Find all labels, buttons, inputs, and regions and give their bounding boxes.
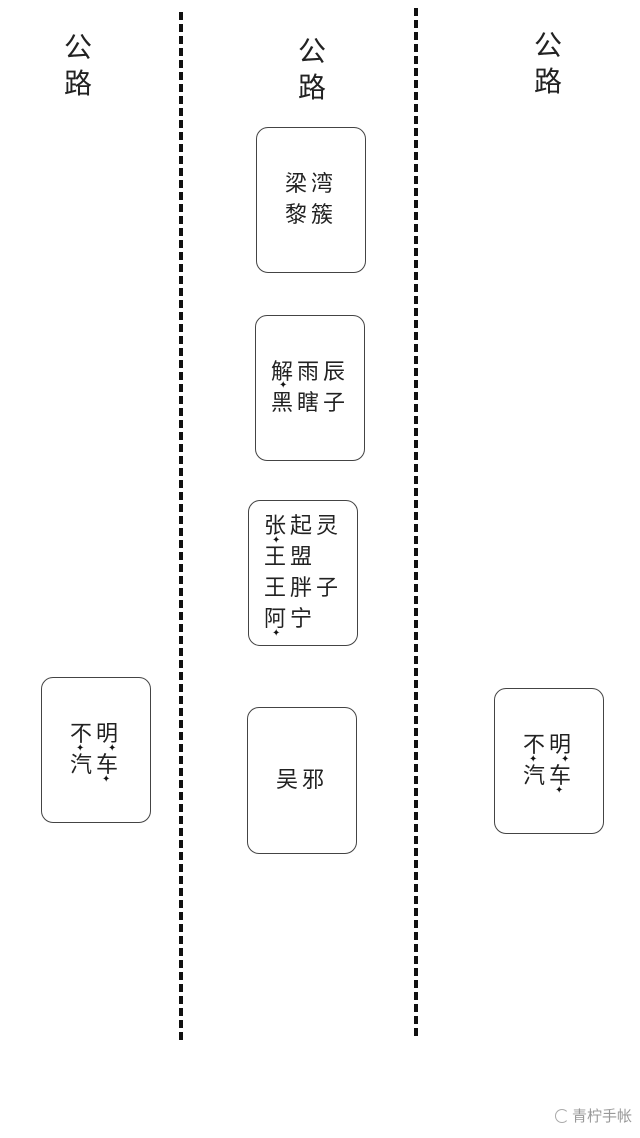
sparkle-icon: ✦ [560,754,574,765]
car-passengers: 不明 汽车 ✦ ✦ ✦ [522,730,575,796]
watermark: 青柠手帐 [554,1105,632,1126]
passenger-line: 不明 [69,722,122,747]
sparkle-icon: ✦ [278,380,292,391]
passenger-line: 黎簇 [284,203,337,228]
car-passengers: 梁湾 黎簇 [285,169,337,231]
car-passengers: 张起灵 王盟 王胖子 阿宁 ✦ ✦ [263,511,342,639]
passenger-line: 不明 [522,733,575,758]
passenger-line: 汽车 [522,764,575,789]
road-label-char: 公 [297,35,326,68]
sparkle-icon: ✦ [101,774,115,785]
lane-divider-right [414,8,418,1036]
passenger-line: 张起灵 [263,514,342,539]
road-label-right: 公 路 [528,28,568,100]
car-passengers: 不明 汽车 ✦ ✦ ✦ [69,719,122,785]
road-label-char: 路 [533,65,562,98]
car-liang-wan-li-cu: 梁湾 黎簇 [256,127,366,273]
passenger-line: 解雨辰 [270,360,349,385]
road-label-middle: 公 路 [292,34,332,106]
road-label-char: 路 [63,67,92,100]
road-label-char: 公 [533,29,562,62]
car-xie-yuchen-hei-xiazi: 解雨辰 黑瞎子 ✦ [255,315,365,461]
road-label-char: 公 [63,31,92,64]
car-passengers: 解雨辰 黑瞎子 ✦ [271,357,349,419]
lemon-icon [554,1109,569,1123]
sparkle-icon: ✦ [528,754,542,765]
road-label-char: 路 [297,71,326,104]
passenger-line: 王胖子 [263,576,342,601]
passenger-line: 阿宁 [263,607,316,632]
sparkle-icon: ✦ [271,535,285,546]
passenger-line: 梁湾 [284,172,337,197]
sparkle-icon: ✦ [107,743,121,754]
passenger-line: 吴邪 [275,768,328,793]
sparkle-icon: ✦ [554,785,568,796]
sparkle-icon: ✦ [75,743,89,754]
car-wu-xie: 吴邪 [247,707,357,854]
lane-divider-left [179,12,183,1040]
road-label-left: 公 路 [58,30,98,102]
watermark-text: 青柠手帐 [571,1107,632,1125]
passenger-line: 汽车 [69,753,122,778]
passenger-line: 黑瞎子 [270,391,349,416]
car-unknown-right: 不明 汽车 ✦ ✦ ✦ [494,688,604,834]
passenger-line: 王盟 [263,545,316,570]
car-unknown-left: 不明 汽车 ✦ ✦ ✦ [41,677,151,823]
car-zhang-qiling-group: 张起灵 王盟 王胖子 阿宁 ✦ ✦ [248,500,358,646]
sparkle-icon: ✦ [271,628,285,639]
car-passengers: 吴邪 [276,765,328,796]
